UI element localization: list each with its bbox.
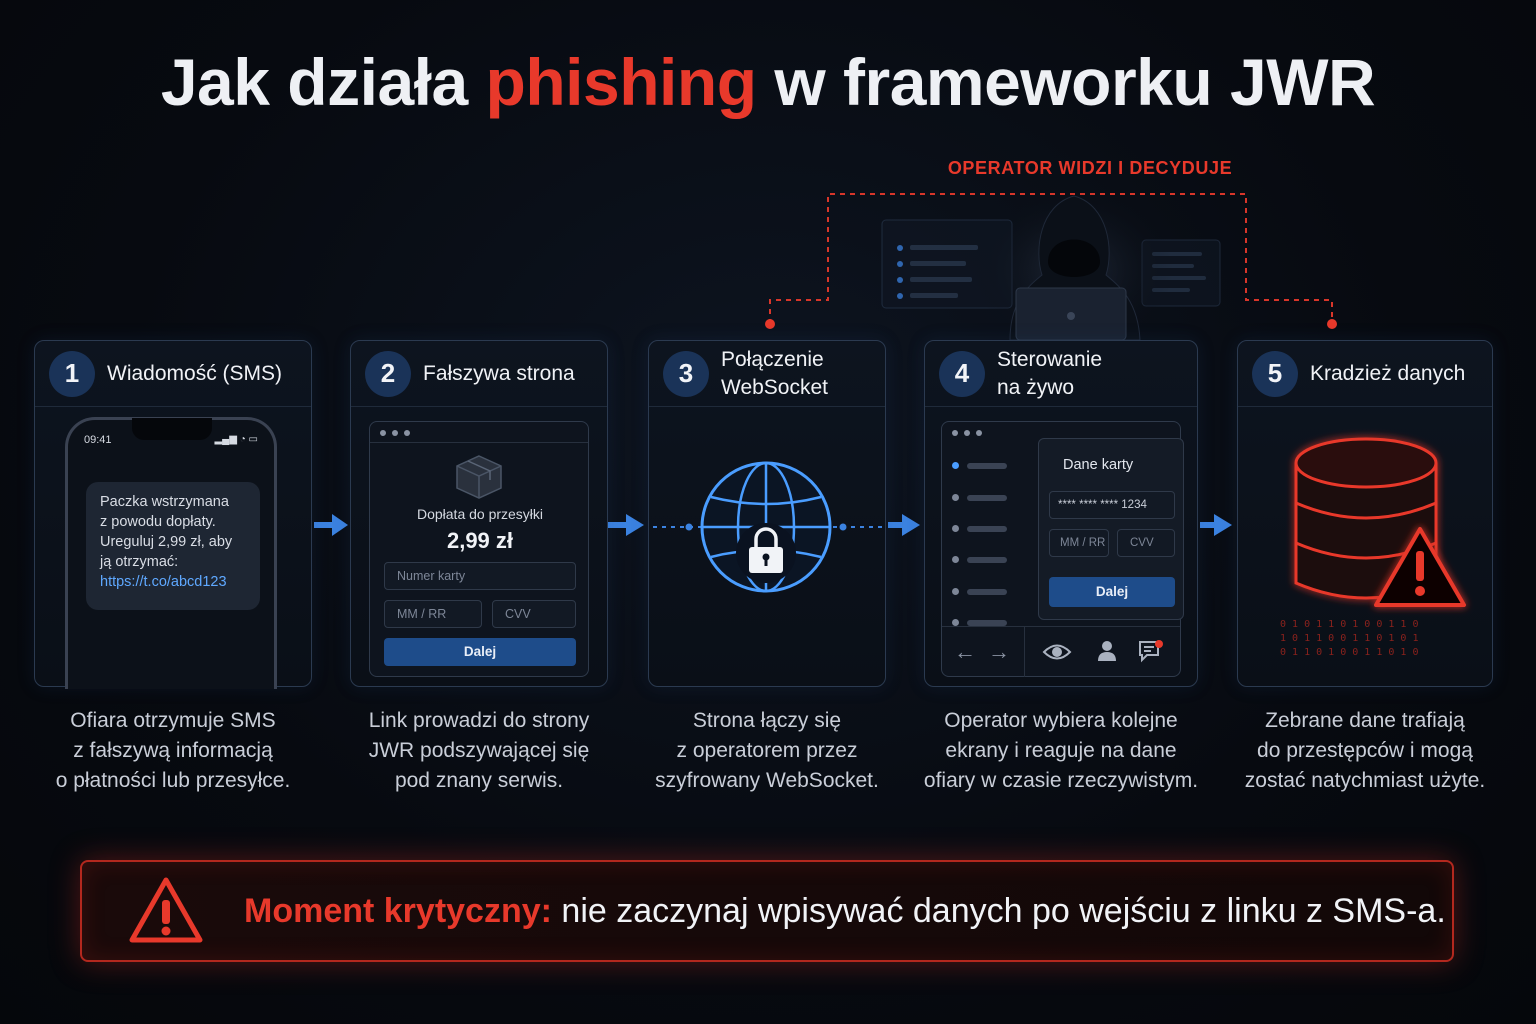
- sms-link[interactable]: https://t.co/abcd123: [100, 574, 227, 590]
- step-card-2: 2 Fałszywa strona Dopłata do przesyłki 2…: [350, 340, 608, 687]
- step-desc-1: Ofiara otrzymuje SMS z fałszywą informac…: [55, 709, 291, 792]
- svg-text:0 1 1 0 1 0 0 1 1 0 1 0: 0 1 1 0 1 0 0 1 1 0 1 0: [1280, 647, 1418, 658]
- step-title-1: Wiadomość (SMS): [107, 361, 283, 385]
- page-title: Jak działa phishing w frameworku JWR: [0, 44, 1536, 120]
- window-dots-icon: [380, 430, 410, 436]
- payment-amount: 2,99 zł: [446, 528, 514, 553]
- step-card-4: 4 Sterowanie na żywo Dane karty **** ***…: [924, 340, 1198, 687]
- warning-triangle-icon: [129, 877, 203, 943]
- sidebar-item[interactable]: [952, 462, 1007, 469]
- operator-connector-line: [769, 193, 1333, 324]
- next-button[interactable]: Dalej: [384, 638, 576, 666]
- hooded-operator-icon: [974, 190, 1174, 350]
- back-arrow-icon[interactable]: ←: [954, 639, 976, 664]
- step-number-5: 5: [1252, 350, 1298, 397]
- live-expiry-field[interactable]: MM / RR: [1049, 529, 1109, 557]
- warning-text: nie zaczynaj wpisywać danych po wejściu …: [551, 892, 1446, 930]
- arrow-1-2: [314, 514, 348, 536]
- title-suffix: w frameworku JWR: [756, 45, 1376, 119]
- sidebar-item[interactable]: [952, 525, 1007, 532]
- live-cvv-field[interactable]: CVV: [1117, 529, 1175, 557]
- chat-alert-icon[interactable]: [1138, 639, 1164, 663]
- arrow-3-4: [888, 514, 920, 536]
- sidebar-item[interactable]: [952, 494, 1007, 501]
- signal-wifi-battery-icon: ▂▄▆ ◔ ▭: [214, 434, 258, 445]
- card-number-field[interactable]: Numer karty: [384, 562, 576, 590]
- live-next-button[interactable]: Dalej: [1049, 577, 1175, 607]
- connector-dot-left: [765, 319, 775, 329]
- title-accent: phishing: [485, 45, 757, 119]
- window-dots-icon: [952, 430, 982, 436]
- masked-card-field[interactable]: **** **** **** 1234: [1049, 491, 1175, 519]
- step-number-1: 1: [49, 350, 95, 397]
- arrow-2-3: [608, 514, 644, 536]
- fake-payment-page: Dopłata do przesyłki 2,99 zł Numer karty…: [369, 421, 589, 677]
- step-card-5: 5 Kradzież danych 0 1 0 1 1 0 1 0 0 1 1 …: [1237, 340, 1493, 687]
- step-header-3: 3 Połączenie WebSocket: [649, 341, 885, 407]
- step-title-5: Kradzież danych: [1310, 361, 1466, 385]
- sms-text: Paczka wstrzymana z powodu dopłaty. Ureg…: [100, 494, 233, 570]
- warning-message: Moment krytyczny: nie zaczynaj wpisywać …: [244, 892, 1446, 931]
- step-header-5: 5 Kradzież danych: [1238, 341, 1492, 407]
- phone-mockup: 09:41 ▂▄▆ ◔ ▭ Paczka wstrzymana z powodu…: [65, 417, 277, 689]
- user-icon[interactable]: [1096, 639, 1118, 663]
- step-title-2: Fałszywa strona: [423, 361, 575, 385]
- step-card-1: 1 Wiadomość (SMS) 09:41 ▂▄▆ ◔ ▭ Paczka w…: [34, 340, 312, 689]
- cvv-field[interactable]: CVV: [492, 600, 576, 628]
- sidebar-item[interactable]: [952, 619, 1007, 626]
- step-header-2: 2 Fałszywa strona: [351, 341, 607, 407]
- step-card-3: 3 Połączenie WebSocket: [648, 340, 886, 687]
- phone-time: 09:41: [84, 434, 112, 446]
- step-title-4: Sterowanie na żywo: [997, 347, 1103, 399]
- card-data-panel: Dane karty **** **** **** 1234 MM / RR C…: [1038, 438, 1184, 620]
- sidebar-item[interactable]: [952, 588, 1007, 595]
- title-prefix: Jak działa: [160, 45, 486, 119]
- step-desc-3: Strona łączy się z operatorem przez szyf…: [655, 709, 879, 792]
- operator-dashboard: Dane karty **** **** **** 1234 MM / RR C…: [941, 421, 1184, 677]
- svg-text:0 1 0 1 1 0 1 0 0 1 1 0: 0 1 0 1 1 0 1 0 0 1 1 0: [1280, 619, 1418, 630]
- step-header-4: 4 Sterowanie na żywo: [925, 341, 1197, 407]
- card-data-heading: Dane karty: [1063, 457, 1134, 473]
- svg-text:1 0 1 1 0 0 1 1 0 1 0 1: 1 0 1 1 0 0 1 1 0 1 0 1: [1280, 633, 1418, 644]
- sidebar-item[interactable]: [952, 556, 1007, 563]
- forward-arrow-icon[interactable]: →: [988, 639, 1010, 664]
- warning-highlight: Moment krytyczny:: [244, 892, 552, 930]
- eye-icon[interactable]: [1042, 641, 1072, 663]
- package-icon: [456, 455, 502, 499]
- payment-heading: Dopłata do przesyłki: [416, 506, 544, 522]
- step-desc-4: Operator wybiera kolejne ekrany i reaguj…: [923, 709, 1199, 792]
- step-desc-2: Link prowadzi do strony JWR podszywające…: [368, 709, 590, 792]
- connector-dot-right: [1327, 319, 1337, 329]
- step-number-2: 2: [365, 350, 411, 397]
- step-number-3: 3: [663, 350, 709, 397]
- expiry-field[interactable]: MM / RR: [384, 600, 482, 628]
- step-header-1: 1 Wiadomość (SMS): [35, 341, 311, 407]
- dashboard-toolbar: ← →: [942, 626, 1180, 677]
- encrypted-globe-icon: [653, 461, 883, 593]
- phone-notch: [132, 418, 212, 440]
- arrow-4-5: [1200, 514, 1232, 536]
- operator-label: OPERATOR WIDZI I DECYDUJE: [947, 158, 1233, 178]
- step-number-4: 4: [939, 350, 985, 397]
- critical-warning-banner: Moment krytyczny: nie zaczynaj wpisywać …: [80, 860, 1454, 962]
- step-desc-5: Zebrane dane trafiają do przestępców i m…: [1244, 709, 1486, 792]
- database-alert-icon: 0 1 0 1 1 0 1 0 0 1 1 0 1 0 1 1 0 0 1 1 …: [1280, 437, 1466, 658]
- step-title-3: Połączenie WebSocket: [721, 347, 828, 399]
- sms-bubble: Paczka wstrzymana z powodu dopłaty. Ureg…: [86, 482, 260, 610]
